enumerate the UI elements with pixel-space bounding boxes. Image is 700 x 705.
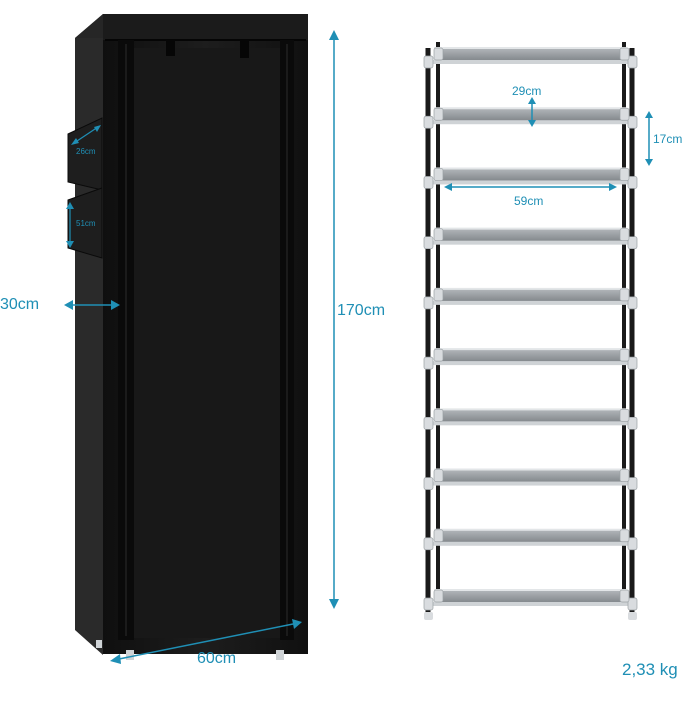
rack-shelf bbox=[434, 108, 626, 123]
flap-tab-left bbox=[166, 40, 175, 56]
rack-shelf bbox=[434, 590, 626, 604]
rack-shelves bbox=[432, 47, 630, 606]
open-shoe-rack bbox=[423, 42, 638, 620]
rack-connector bbox=[627, 176, 638, 189]
rack-connector bbox=[627, 296, 638, 310]
rack-shelf-rail bbox=[432, 361, 630, 366]
rack-connector bbox=[423, 416, 434, 430]
rack-connector bbox=[619, 469, 630, 482]
rack-shelf-rail bbox=[432, 541, 630, 546]
rack-shelf-rail bbox=[432, 60, 630, 64]
rack-shelf-rail bbox=[432, 300, 630, 305]
cabinet-side-panel bbox=[75, 14, 103, 655]
width-arrow bbox=[113, 622, 299, 661]
cabinet-top-seam bbox=[103, 14, 308, 40]
rack-connector bbox=[423, 176, 434, 189]
rack-connector bbox=[433, 408, 444, 422]
flap-tab-right bbox=[240, 40, 249, 58]
rack-connector bbox=[627, 55, 638, 69]
rack-connector bbox=[423, 115, 434, 129]
rack-shelf-rail bbox=[432, 481, 630, 486]
pocket-height-label: 51cm bbox=[76, 219, 96, 228]
rack-connector bbox=[433, 348, 444, 362]
rack-connector bbox=[423, 597, 434, 611]
rack-connector bbox=[627, 597, 638, 611]
rack-shelf-rail bbox=[432, 421, 630, 426]
rack-connector bbox=[433, 589, 444, 603]
rack-connector bbox=[423, 356, 434, 370]
rack-connector bbox=[619, 168, 630, 181]
rack-connector bbox=[619, 348, 630, 362]
rack-connector bbox=[433, 228, 444, 242]
shelf-gap-label: 17cm bbox=[653, 132, 683, 146]
rack-connector bbox=[627, 477, 638, 490]
pocket-width-label: 26cm bbox=[76, 147, 96, 156]
rack-connector bbox=[627, 115, 638, 129]
cabinet-foot-right bbox=[276, 650, 284, 660]
depth-label: 30cm bbox=[0, 296, 40, 313]
rack-shelf bbox=[434, 409, 626, 424]
rack-shelf bbox=[434, 228, 626, 243]
height-label: 170cm bbox=[337, 302, 386, 319]
rack-connector bbox=[619, 107, 630, 121]
rack-connector bbox=[433, 469, 444, 482]
rack-connector bbox=[619, 408, 630, 422]
rack-foot bbox=[628, 612, 637, 620]
shelf-width-label: 59cm bbox=[514, 194, 544, 208]
rack-dimension-arrows bbox=[444, 97, 653, 191]
weight-label: 2,33 kg bbox=[622, 660, 678, 679]
rack-connector bbox=[627, 236, 638, 250]
rack-connector bbox=[433, 288, 444, 302]
pocket-width-arrow bbox=[73, 126, 99, 144]
rack-shelf bbox=[434, 288, 626, 303]
rack-connector bbox=[627, 537, 638, 551]
cabinet-foot-left bbox=[126, 650, 134, 660]
rack-connector bbox=[627, 356, 638, 370]
rack-connector bbox=[433, 529, 444, 543]
rack-connector bbox=[423, 55, 434, 69]
rack-foot bbox=[424, 612, 433, 620]
rack-shelf bbox=[434, 349, 626, 364]
rack-connector bbox=[619, 288, 630, 302]
cabinet-dimension-arrows bbox=[64, 30, 339, 664]
rack-connector bbox=[423, 296, 434, 310]
cabinet-foot-back bbox=[96, 640, 102, 648]
rack-shelf-rail bbox=[432, 240, 630, 245]
rack-shelf bbox=[434, 168, 626, 183]
rack-shelf bbox=[434, 529, 626, 544]
rack-shelf bbox=[434, 48, 626, 62]
rack-connector bbox=[619, 529, 630, 543]
rack-connector bbox=[423, 537, 434, 551]
rack-shelf-rail bbox=[432, 180, 630, 185]
rack-connectors bbox=[423, 47, 638, 620]
rack-shelf bbox=[434, 469, 626, 484]
rack-connector bbox=[619, 228, 630, 242]
cabinet-door-flap bbox=[134, 48, 280, 638]
rack-shelf-rail bbox=[432, 602, 630, 606]
shelf-depth-label: 29cm bbox=[512, 84, 542, 98]
rack-connector bbox=[423, 236, 434, 250]
rack-connector bbox=[619, 589, 630, 603]
covered-shoe-cabinet bbox=[67, 14, 308, 660]
rack-connector bbox=[627, 416, 638, 430]
rack-connector bbox=[433, 107, 444, 121]
rack-connector bbox=[619, 47, 630, 61]
side-pocket-lower bbox=[67, 187, 103, 259]
rack-connector bbox=[423, 477, 434, 490]
width-label: 60cm bbox=[197, 650, 237, 667]
rack-connector bbox=[433, 168, 444, 181]
rack-connector bbox=[433, 47, 444, 61]
